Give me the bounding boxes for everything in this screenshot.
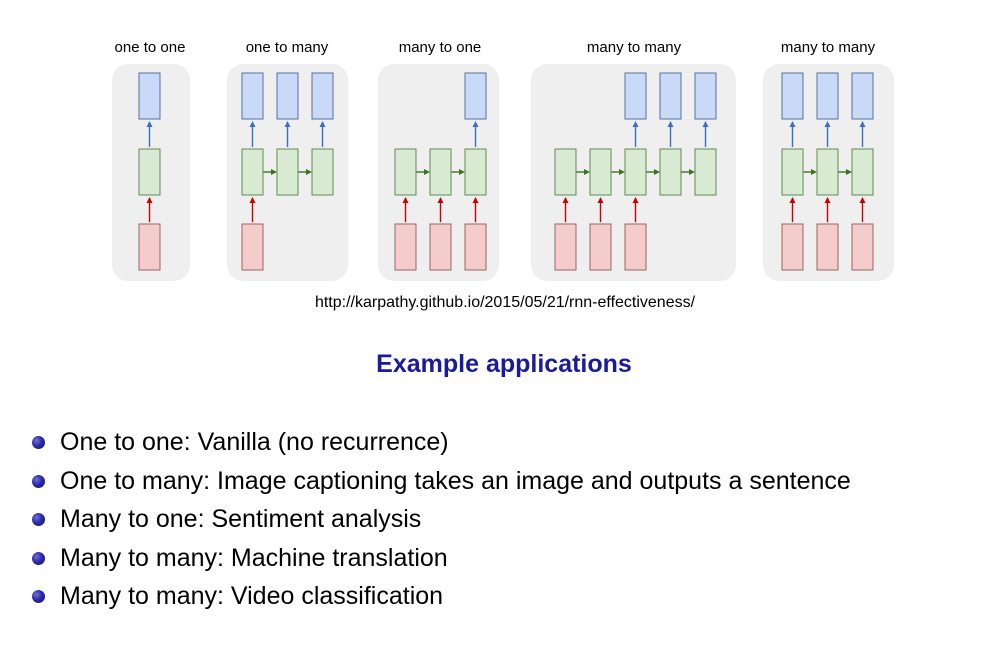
recurrent-arrow-head: [689, 169, 695, 175]
output-node: [781, 72, 804, 120]
recurrent-arrow-head: [424, 169, 430, 175]
input-arrow-head: [146, 197, 153, 203]
list-item-text: Many to many: Video classification: [60, 582, 444, 610]
recurrent-arrow-head: [619, 169, 625, 175]
input-node: [816, 223, 839, 271]
hidden-node: [659, 148, 682, 196]
list-item-text: One to one: Vanilla (no recurrence): [60, 428, 449, 456]
input-node: [429, 223, 452, 271]
input-node: [624, 223, 647, 271]
list-item-text: Many to one: Sentiment analysis: [60, 505, 422, 533]
input-node: [781, 223, 804, 271]
hidden-node: [781, 148, 804, 196]
input-arrow-head: [632, 197, 639, 203]
list-item-text: One to many: Image captioning takes an i…: [60, 466, 851, 495]
bullet-icon: [32, 436, 45, 449]
rnn-architectures-diagram: [112, 64, 894, 281]
output-arrow-head: [319, 121, 326, 127]
input-node: [138, 223, 161, 271]
list-item: Many to many: Video classification: [30, 577, 851, 616]
input-node: [554, 223, 577, 271]
output-arrow-head: [632, 121, 639, 127]
output-node: [624, 72, 647, 120]
output-node: [816, 72, 839, 120]
hidden-node: [464, 148, 487, 196]
list-item: One to one: Vanilla (no recurrence): [30, 423, 851, 462]
hidden-node: [554, 148, 577, 196]
hidden-node: [394, 148, 417, 196]
input-node: [394, 223, 417, 271]
recurrent-arrow-head: [271, 169, 277, 175]
bullet-icon: [32, 590, 45, 603]
applications-list: One to one: Vanilla (no recurrence) One …: [30, 423, 851, 616]
hidden-node: [816, 148, 839, 196]
input-arrow-head: [437, 197, 444, 203]
hidden-node: [138, 148, 161, 196]
output-arrow-head: [702, 121, 709, 127]
recurrent-arrow-head: [459, 169, 465, 175]
diagram-title-many-to-many-2: many to many: [780, 39, 876, 56]
list-item: Many to one: Sentiment analysis: [30, 500, 851, 539]
list-item-text: Many to many: Machine translation: [60, 543, 448, 572]
hidden-node: [311, 148, 334, 196]
hidden-node: [241, 148, 264, 196]
hidden-node: [429, 148, 452, 196]
hidden-node: [851, 148, 874, 196]
hidden-node: [589, 148, 612, 196]
output-node: [138, 72, 161, 120]
output-arrow-head: [824, 121, 831, 127]
hidden-node: [624, 148, 647, 196]
output-arrow-head: [859, 121, 866, 127]
output-arrow-head: [472, 121, 479, 127]
output-arrow-head: [789, 121, 796, 127]
input-node: [464, 223, 487, 271]
output-node: [659, 72, 682, 120]
recurrent-arrow-head: [584, 169, 590, 175]
list-item: Many to many: Machine translation: [30, 539, 851, 578]
input-node: [589, 223, 612, 271]
input-arrow-head: [824, 197, 831, 203]
recurrent-arrow-head: [811, 169, 817, 175]
hidden-node: [694, 148, 717, 196]
output-node: [464, 72, 487, 120]
input-arrow-head: [789, 197, 796, 203]
output-node: [851, 72, 874, 120]
input-arrow-head: [402, 197, 409, 203]
input-arrow-head: [562, 197, 569, 203]
output-node: [694, 72, 717, 120]
diagram-title-one-to-many: one to many: [245, 39, 329, 56]
recurrent-arrow-head: [306, 169, 312, 175]
bullet-icon: [32, 513, 45, 526]
bullet-icon: [32, 474, 45, 488]
input-arrow-head: [472, 197, 479, 203]
output-arrow-head: [249, 121, 256, 127]
diagram-title-many-to-many-1: many to many: [586, 39, 682, 56]
input-arrow-head: [249, 197, 256, 203]
diagram-title-one-to-one: one to one: [114, 39, 186, 56]
output-arrow-head: [146, 121, 153, 127]
input-arrow-head: [859, 197, 866, 203]
output-arrow-head: [284, 121, 291, 127]
section-title: Example applications: [376, 350, 632, 378]
input-arrow-head: [597, 197, 604, 203]
bullet-icon: [32, 551, 45, 565]
recurrent-arrow-head: [846, 169, 852, 175]
input-node: [851, 223, 874, 271]
output-node: [276, 72, 299, 120]
input-node: [241, 223, 264, 271]
recurrent-arrow-head: [654, 169, 660, 175]
output-arrow-head: [667, 121, 674, 127]
diagram-title-many-to-one: many to one: [398, 39, 482, 56]
hidden-node: [276, 148, 299, 196]
source-url: http://karpathy.github.io/2015/05/21/rnn…: [314, 294, 696, 311]
list-item: One to many: Image captioning takes an i…: [30, 462, 851, 501]
output-node: [311, 72, 334, 120]
output-node: [241, 72, 264, 120]
